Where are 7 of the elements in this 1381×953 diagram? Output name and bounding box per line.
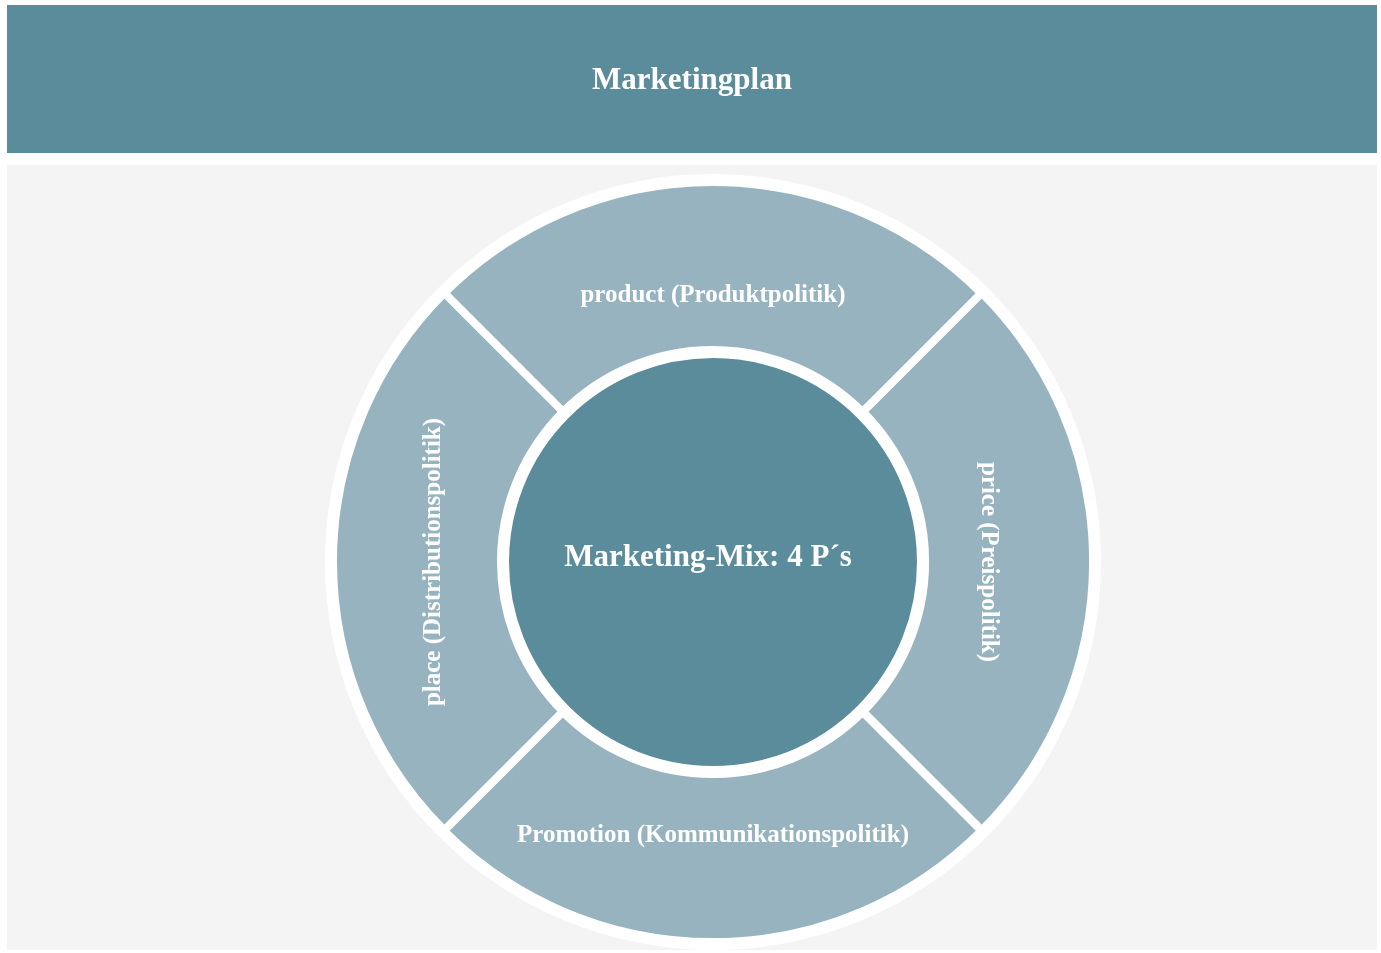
segment-label: Promotion (Kommunikationspolitik) [517, 820, 909, 848]
segment-label: price (Preispolitik) [976, 461, 1004, 663]
center-label: Marketing-Mix: 4 P´s [564, 538, 852, 574]
segment-label: product (Produktpolitik) [580, 280, 846, 308]
title-band [7, 5, 1377, 153]
band-label: Marketingplan [592, 61, 792, 97]
segment-label: place (Distributionspolitik) [418, 417, 446, 707]
